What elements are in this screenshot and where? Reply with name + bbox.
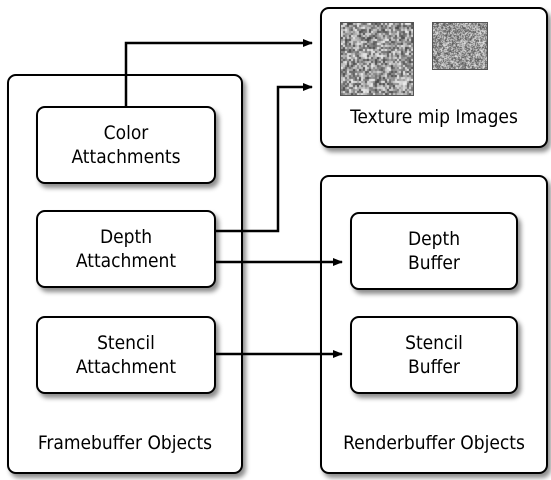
texture-mip-images-container: Texture mip Images [320,7,548,148]
depth-buffer-label: Depth Buffer [407,228,461,274]
mip-level-0-texture [340,22,414,96]
depth-attachment-label: Depth Attachment [75,226,177,272]
mip-level-1-texture [432,22,488,70]
texture-mip-images-label: Texture mip Images [350,106,518,128]
stencil-attachment-label: Stencil Attachment [75,332,177,378]
framebuffer-objects-label: Framebuffer Objects [37,432,213,454]
renderbuffer-objects-label: Renderbuffer Objects [343,432,525,454]
stencil-attachment-box: Stencil Attachment [36,316,216,394]
stencil-buffer-box: Stencil Buffer [350,316,518,394]
stencil-buffer-label: Stencil Buffer [405,332,463,378]
color-attachments-box: Color Attachments [36,106,216,184]
color-attachments-label: Color Attachments [71,122,181,168]
depth-buffer-box: Depth Buffer [350,212,518,290]
depth-attachment-box: Depth Attachment [36,210,216,288]
mip-level-0-texture-pixels [341,23,413,95]
mip-level-1-texture-pixels [433,23,487,69]
